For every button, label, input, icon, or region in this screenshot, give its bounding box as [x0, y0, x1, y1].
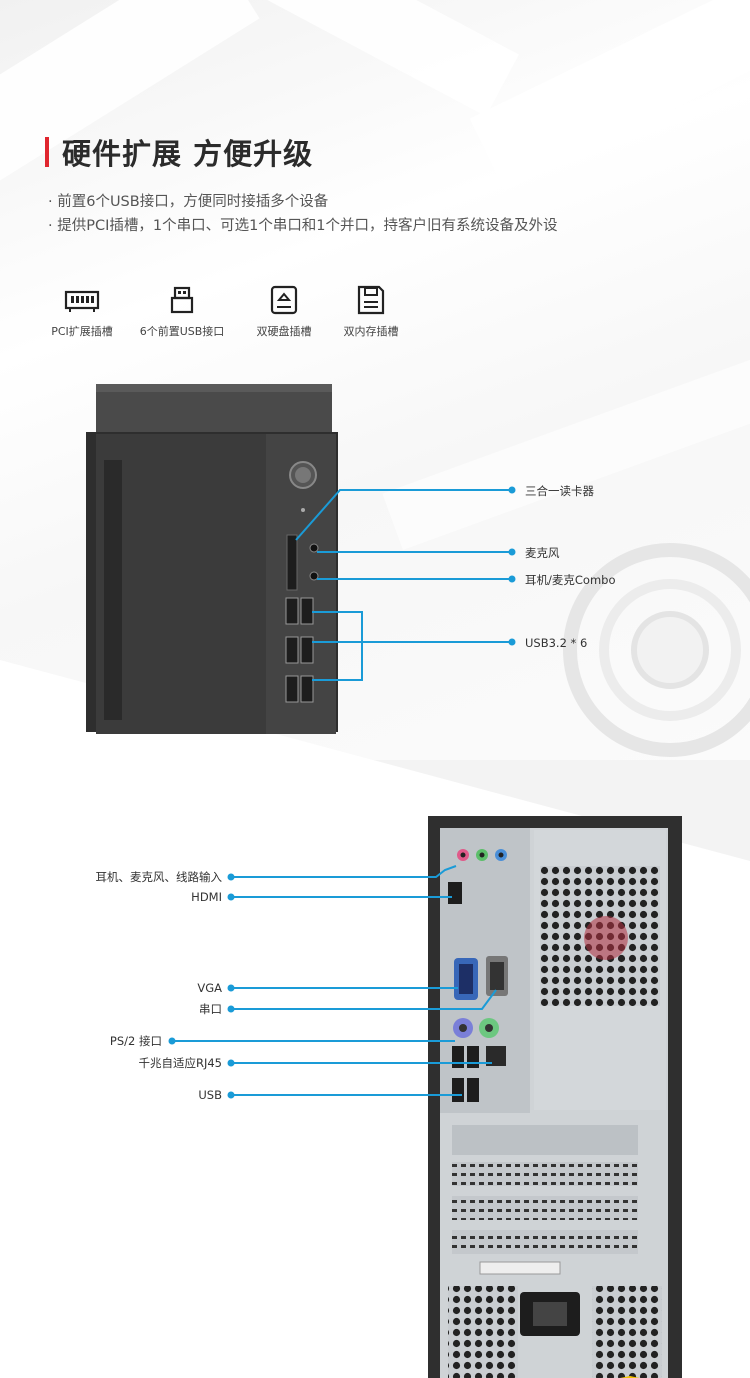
rear-callout-lines	[172, 865, 497, 1096]
rear-pc-illustration	[168, 816, 682, 1378]
feature-label: 双硬盘插槽	[256, 325, 312, 338]
callout-card-reader: 三合一读卡器	[525, 484, 594, 498]
callout-microphone: 麦克风	[525, 546, 560, 560]
pci-slot-icon	[64, 290, 100, 312]
bullet-line: · 前置6个USB接口，方便同时接插多个设备	[48, 194, 329, 210]
front-pc-illustration	[86, 384, 516, 734]
feature-usb: 6个前置USB接口	[132, 285, 232, 339]
feature-memory: 双内存插槽	[321, 285, 421, 339]
feature-label: 双内存插槽	[343, 325, 399, 338]
feature-hdd: 双硬盘插槽	[234, 285, 334, 339]
section-heading: 硬件扩展 方便升级	[45, 132, 313, 172]
feature-label: PCI扩展插槽	[51, 325, 113, 338]
feature-bullets: · 前置6个USB接口，方便同时接插多个设备 · 提供PCI插槽，1个串口、可选…	[48, 190, 558, 238]
callout-front-usb: USB3.2 * 6	[525, 636, 588, 650]
feature-label: 6个前置USB接口	[139, 325, 225, 338]
bullet-line: · 提供PCI插槽，1个串口、可选1个串口和1个并口，持客户旧有系统设备及外设	[48, 218, 558, 234]
callout-ps2: PS/2 接口	[109, 1034, 162, 1048]
ring-decoration	[563, 543, 750, 757]
feature-pci: PCI扩展插槽	[32, 285, 132, 339]
memory-card-icon	[357, 285, 385, 315]
callout-vga: VGA	[197, 981, 222, 995]
usb-icon	[170, 286, 194, 314]
callout-audio-jacks: 耳机、麦克风、线路输入	[95, 870, 223, 884]
callout-hdmi: HDMI	[191, 890, 222, 904]
heading-accent-bar	[45, 137, 49, 167]
front-callout-lines	[295, 489, 512, 681]
callout-rj45: 千兆自适应RJ45	[138, 1056, 222, 1070]
hard-drive-icon	[270, 285, 298, 315]
callout-serial-port: 串口	[199, 1002, 222, 1016]
callout-rear-usb: USB	[198, 1088, 222, 1102]
page-title: 硬件扩展 方便升级	[62, 137, 314, 171]
callout-combo-jack: 耳机/麦克Combo	[525, 573, 616, 587]
